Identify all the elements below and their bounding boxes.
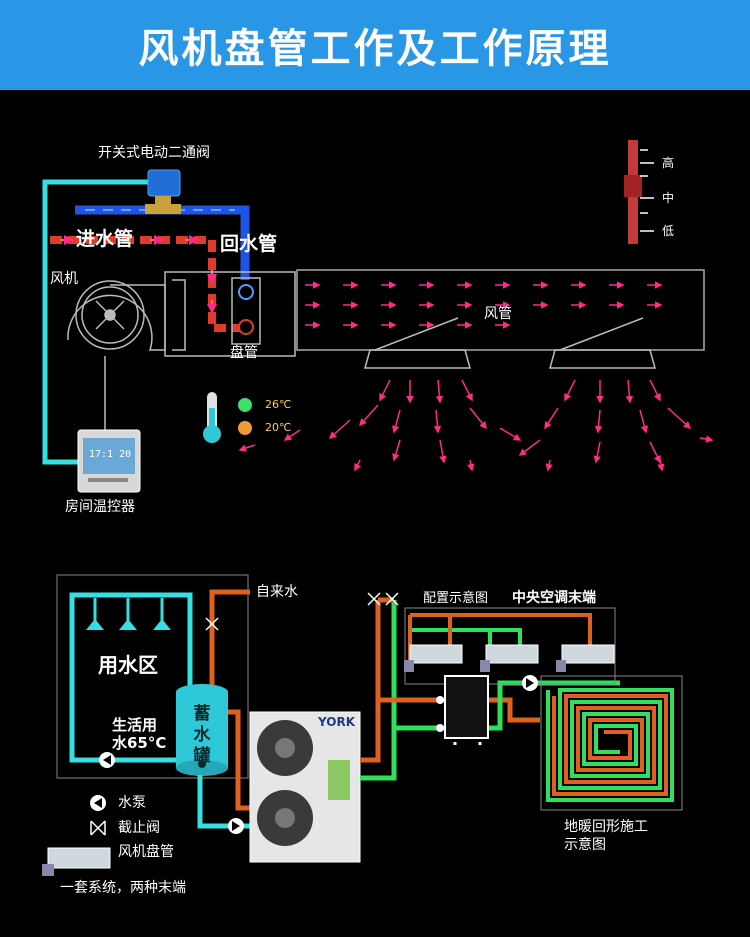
floor-heating-coil <box>546 688 674 802</box>
pump-icon-1 <box>99 752 115 768</box>
airflow-arrow <box>699 435 714 443</box>
fan-coil-unit-1 <box>404 644 463 672</box>
temp-high-dot <box>238 398 252 412</box>
supply-pipe-label: 进水管 <box>76 228 134 250</box>
diffuser-left <box>364 317 471 369</box>
airflow-arrow <box>594 409 603 434</box>
tap-water-pipe <box>209 589 250 690</box>
title-banner: 风机盘管工作及工作原理 <box>0 0 750 90</box>
airflow-arrow <box>649 379 661 402</box>
supply-pipe <box>50 236 240 332</box>
system-caption: 一套系统，两种末端 <box>60 880 186 896</box>
diffuser-right <box>549 317 656 369</box>
thermometer-icon <box>203 392 221 443</box>
return-pipe <box>75 205 250 280</box>
storage-tank <box>176 684 228 776</box>
airflow-arrow <box>392 439 401 462</box>
legend-fcu-label: 风机盘管 <box>118 844 174 860</box>
airflow-arrow <box>649 441 661 464</box>
fan-coil-unit-3 <box>556 644 615 672</box>
coil-label: 盘管 <box>230 345 258 361</box>
airflow-arrow <box>433 409 442 434</box>
shutoff-valves-top <box>367 592 399 606</box>
supply-flow-arrows <box>60 235 217 314</box>
coil-box <box>164 271 296 357</box>
airflow-arrow <box>545 459 553 472</box>
airflow-arrow <box>657 459 665 472</box>
airflow-arrow <box>354 459 362 472</box>
airflow-arrow <box>391 409 401 434</box>
tank-return-pipe <box>197 775 252 829</box>
duct-airflow-arrows <box>305 281 663 329</box>
fan-coil-unit-2 <box>480 644 539 672</box>
airflow-arrow <box>518 439 541 456</box>
legend-valve-icon <box>90 820 106 836</box>
legend-fcu-icon <box>42 847 111 876</box>
airflow-arrow <box>469 407 487 430</box>
speed-switch-icon <box>624 140 654 244</box>
control-wire <box>42 179 150 465</box>
speed-mid-label: 中 <box>662 191 675 205</box>
air-duct <box>296 269 705 351</box>
tank-label: 蓄水罐 <box>193 704 211 766</box>
ac-terminal-label: 中央空调末端 <box>512 590 596 606</box>
shower-heads <box>86 598 171 630</box>
two-way-valve-icon <box>145 169 181 214</box>
floor-heating-manifold <box>436 675 489 745</box>
valve-label: 开关式电动二通阀 <box>98 145 210 161</box>
ac-terminal-frame <box>404 607 616 685</box>
speed-high-label: 高 <box>662 156 675 170</box>
airflow-arrow <box>499 427 522 441</box>
airflow-arrow <box>467 459 475 472</box>
svg-text:17:1 20: 17:1 20 <box>89 449 131 460</box>
thermostat-label: 房间温控器 <box>65 499 135 515</box>
legend-pump-label: 水泵 <box>118 795 146 811</box>
tap-water-label: 自来水 <box>256 584 298 600</box>
speed-low-label: 低 <box>662 224 675 238</box>
tank-to-unit-pipe <box>228 709 252 811</box>
return-pipe-label: 回水管 <box>220 233 278 255</box>
pump-icon-2 <box>228 818 244 834</box>
airflow-arrow <box>593 441 601 464</box>
airflow-arrow <box>435 379 444 404</box>
temp-low-dot <box>238 421 252 435</box>
water-zone-frame <box>56 574 249 779</box>
airflow-arrow <box>379 379 391 402</box>
floor-heating-label-1: 地暖回形施工 <box>564 819 648 835</box>
legend-valve-label: 截止阀 <box>118 820 160 836</box>
fan-label: 风机 <box>50 271 78 287</box>
legend-pump-icon <box>90 795 106 811</box>
airflow-arrow <box>238 444 256 452</box>
airflow-arrow <box>358 404 379 427</box>
floor-heating-label-2: 示意图 <box>564 837 606 853</box>
airflow-arrow <box>328 419 351 440</box>
config-label: 配置示意图 <box>423 591 489 606</box>
hot-water-label-1: 生活用 <box>112 716 158 734</box>
duct-label: 风管 <box>484 306 512 322</box>
floor-heating-frame <box>540 675 683 811</box>
temp-low-label: 20℃ <box>265 421 292 434</box>
pump-icon-3 <box>522 675 538 691</box>
fan-unit <box>67 280 166 430</box>
airflow-arrow <box>439 439 447 464</box>
airflow-arrow <box>283 429 301 441</box>
page-title: 风机盘管工作及工作原理 <box>138 26 612 72</box>
hot-water-label-2: 水65°C <box>112 734 167 752</box>
water-zone-label: 用水区 <box>98 653 158 677</box>
york-outdoor-unit <box>249 711 361 863</box>
airflow-arrow <box>625 379 634 404</box>
airflow-arrow <box>667 407 692 430</box>
brand-logo: YORK <box>318 715 356 729</box>
airflow-arrow <box>639 409 649 434</box>
airflow-arrow <box>544 407 559 430</box>
shutoff-valve-tap <box>205 617 219 631</box>
temp-high-label: 26℃ <box>265 398 292 411</box>
supply-air-arrows <box>238 379 714 472</box>
room-thermostat-icon: 17:1 20 <box>77 429 141 493</box>
airflow-arrow <box>461 379 473 402</box>
airflow-arrow <box>564 379 576 402</box>
